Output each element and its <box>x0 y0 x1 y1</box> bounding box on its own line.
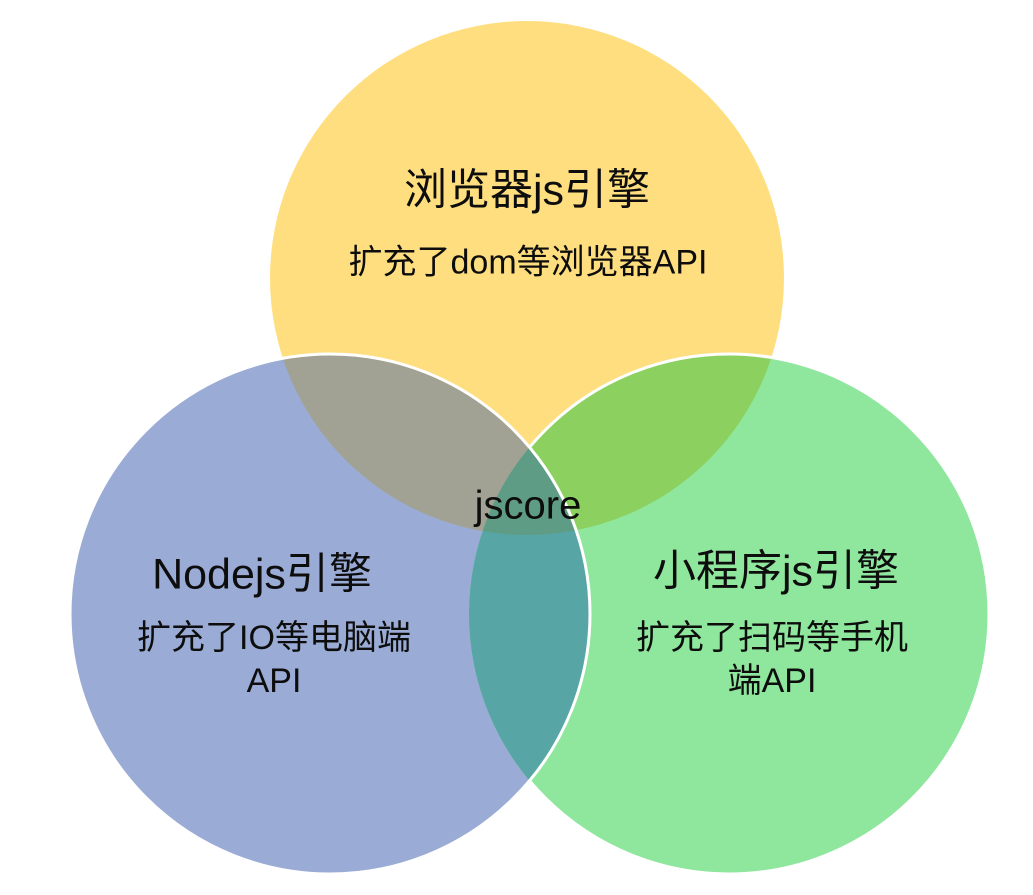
overlap-browser-nodejs <box>270 354 590 535</box>
nodejs-circle-subtitle-line2: API <box>246 662 302 700</box>
overlap-browser-miniprogram <box>469 354 784 535</box>
nodejs-circle-title: Nodejs引擎 <box>152 550 372 599</box>
center-intersection-label: jscore <box>474 483 582 528</box>
nodejs-circle-outline <box>68 352 592 876</box>
miniprogram-circle-title: 小程序js引擎 <box>652 547 900 596</box>
miniprogram-circle-outline <box>467 352 991 876</box>
browser-circle-subtitle-line1: 扩充了dom等浏览器API <box>348 243 708 282</box>
browser-circle-title: 浏览器js引擎 <box>403 166 651 215</box>
nodejs-circle-subtitle: 扩充了IO等电脑端 API <box>137 617 411 703</box>
miniprogram-circle-subtitle-line2: 端API <box>727 662 817 700</box>
nodejs-circle-subtitle-line1: 扩充了IO等电脑端 <box>137 619 411 657</box>
miniprogram-circle-subtitle-line1: 扩充了扫码等手机 <box>636 619 908 657</box>
browser-circle-subtitle: 扩充了dom等浏览器API <box>349 242 708 285</box>
miniprogram-circle-subtitle: 扩充了扫码等手机 端API <box>636 617 908 703</box>
